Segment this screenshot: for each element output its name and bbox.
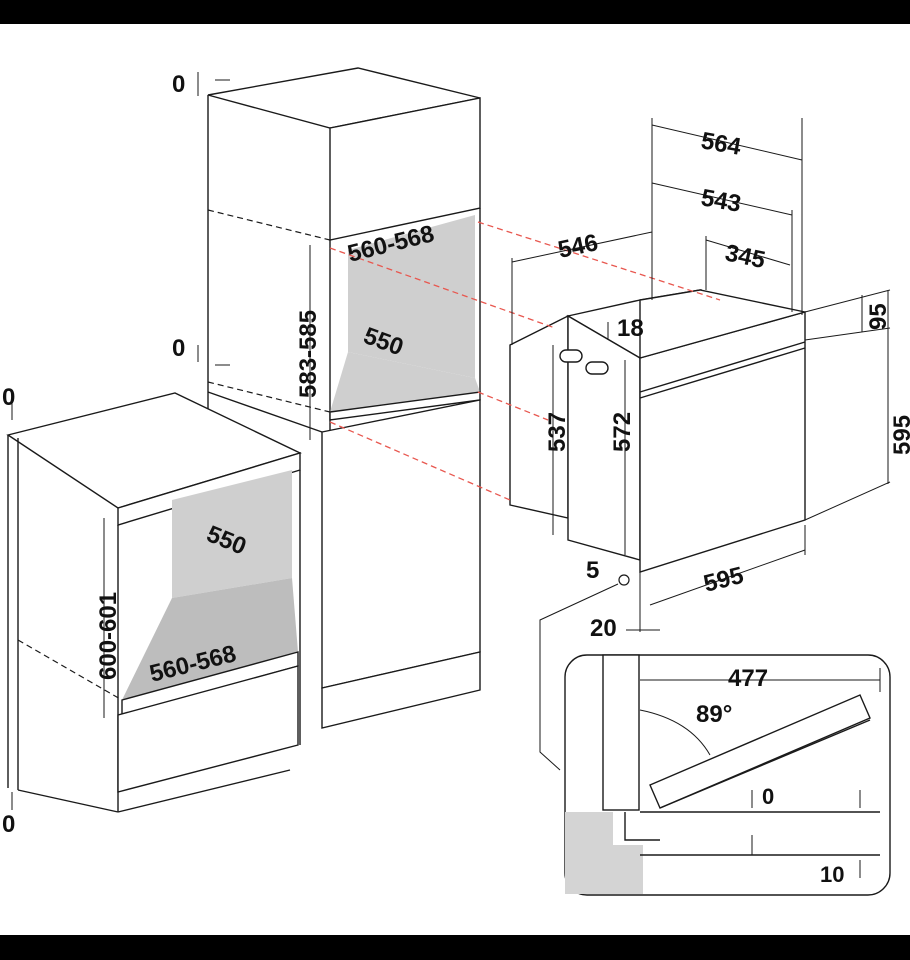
label-oven-top-offset-95: 95 — [865, 303, 892, 330]
label-far-left-zero-bottom: 0 — [2, 811, 15, 838]
diagram-svg: 0 0 0 0 560-568 583-585 550 550 600-601 … — [2, 67, 910, 896]
label-door-length-477: 477 — [728, 665, 768, 692]
top-black-band — [0, 0, 910, 24]
label-door-angle: 89° — [696, 701, 732, 728]
dimension-lines — [11, 72, 891, 810]
label-oven-height-572: 572 — [609, 412, 636, 452]
label-oven-gap-5: 5 — [586, 557, 599, 584]
label-oven-gap-20: 20 — [590, 615, 617, 642]
base-cabinet — [6, 392, 302, 813]
door-detail-inset — [564, 654, 891, 896]
installation-diagram: 0 0 0 0 560-568 583-585 550 550 600-601 … — [0, 24, 910, 935]
label-oven-inner-18: 18 — [617, 315, 644, 342]
label-low-niche-height: 600-601 — [95, 592, 122, 680]
projection-lines — [329, 221, 721, 501]
label-top-left-zero: 0 — [172, 71, 185, 98]
bottom-black-band — [0, 935, 910, 960]
label-oven-depth-543: 543 — [699, 184, 743, 218]
label-tall-niche-height: 583-585 — [295, 310, 322, 398]
label-mid-left-zero: 0 — [172, 335, 185, 362]
label-door-ten: 10 — [820, 862, 844, 887]
label-oven-width-595: 595 — [701, 562, 746, 598]
label-oven-height-595: 595 — [889, 415, 910, 455]
label-oven-depth-564: 564 — [699, 127, 744, 161]
label-far-left-zero-top: 0 — [2, 384, 15, 411]
label-door-zero: 0 — [762, 784, 774, 809]
label-oven-depth-345: 345 — [723, 239, 768, 274]
label-oven-height-537: 537 — [544, 412, 571, 452]
tall-cabinet — [207, 67, 481, 729]
